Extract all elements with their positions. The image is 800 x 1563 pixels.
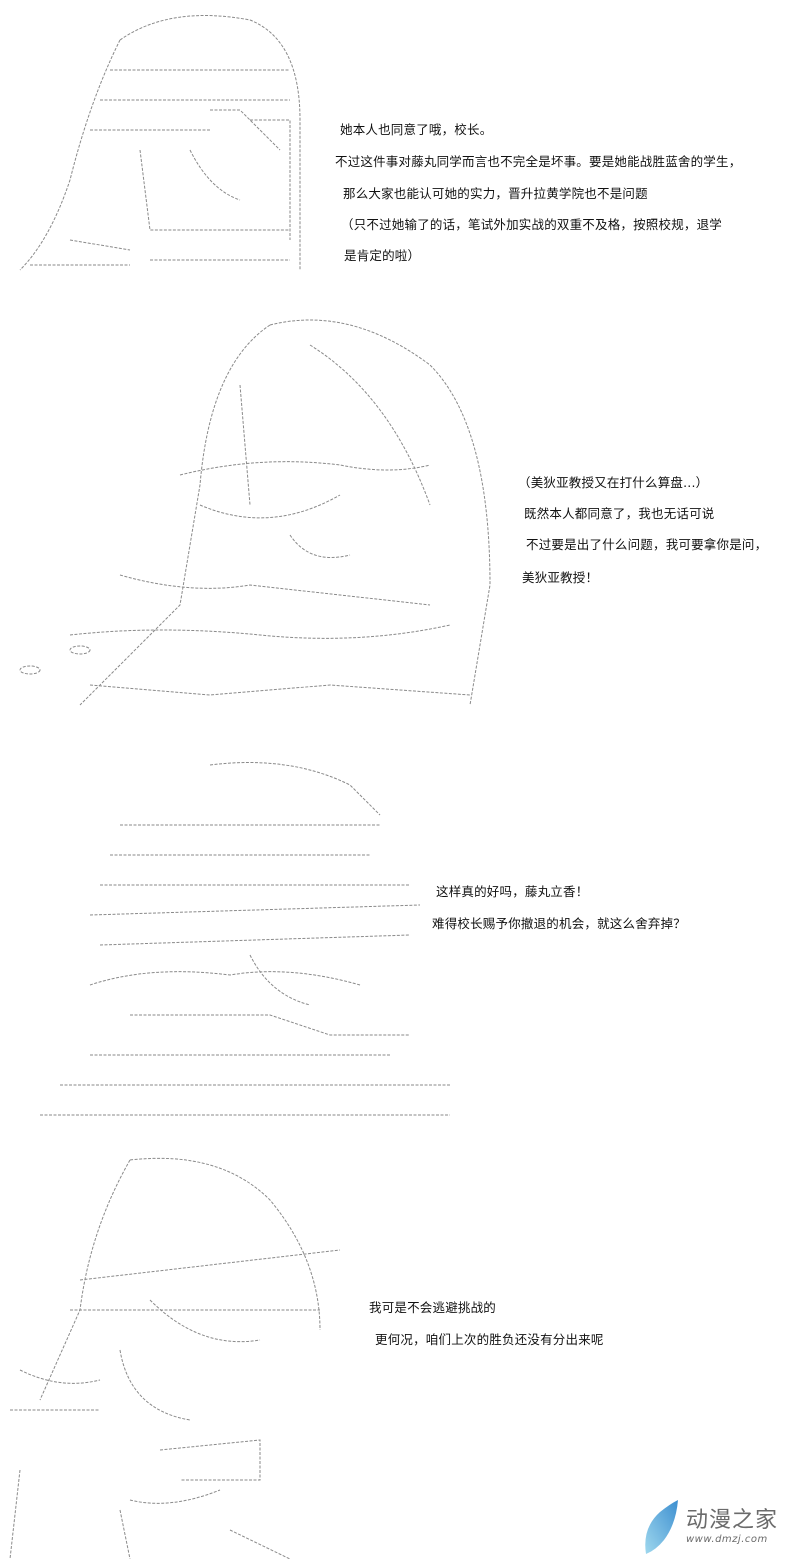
dialogue-line: 美狄亚教授！ bbox=[522, 570, 599, 585]
watermark-title: 动漫之家 bbox=[686, 1508, 779, 1533]
ascii-art-figure-4 bbox=[0, 1150, 350, 1560]
dialogue-line: （美狄亚教授又在打什么算盘...） bbox=[518, 475, 709, 490]
dialogue-line: 这样真的好吗，藤丸立香！ bbox=[436, 884, 589, 899]
dialogue-line: 不过要是出了什么问题，我可要拿你是问， bbox=[526, 537, 768, 552]
dialogue-line: 是肯定的啦） bbox=[344, 248, 421, 263]
dmzj-watermark: 动漫之家 www.dmzj.com bbox=[640, 1498, 800, 1556]
watermark-url: www.dmzj.com bbox=[686, 1534, 768, 1545]
dialogue-line: 难得校长赐予你撤退的机会，就这么舍弃掉？ bbox=[432, 916, 687, 931]
dialogue-line: 更何况，咱们上次的胜负还没有分出来呢 bbox=[375, 1332, 604, 1347]
dialogue-line: 我可是不会逃避挑战的 bbox=[369, 1300, 497, 1315]
feather-logo-icon bbox=[645, 1500, 678, 1554]
ascii-art-figure-3 bbox=[30, 755, 460, 1125]
ascii-art-figure-2 bbox=[10, 305, 500, 725]
dialogue-line: 她本人也同意了哦，校长。 bbox=[340, 122, 493, 137]
dialogue-line: 既然本人都同意了，我也无话可说 bbox=[524, 506, 715, 521]
dialogue-line: 不过这件事对藤丸同学而言也不完全是坏事。要是她能战胜蓝舍的学生， bbox=[335, 154, 742, 169]
dialogue-line: （只不过她输了的话，笔试外加实战的双重不及格，按照校规，退学 bbox=[341, 217, 723, 232]
ascii-art-figure-1 bbox=[10, 0, 310, 280]
dialogue-line: 那么大家也能认可她的实力，晋升拉黄学院也不是问题 bbox=[343, 186, 648, 201]
